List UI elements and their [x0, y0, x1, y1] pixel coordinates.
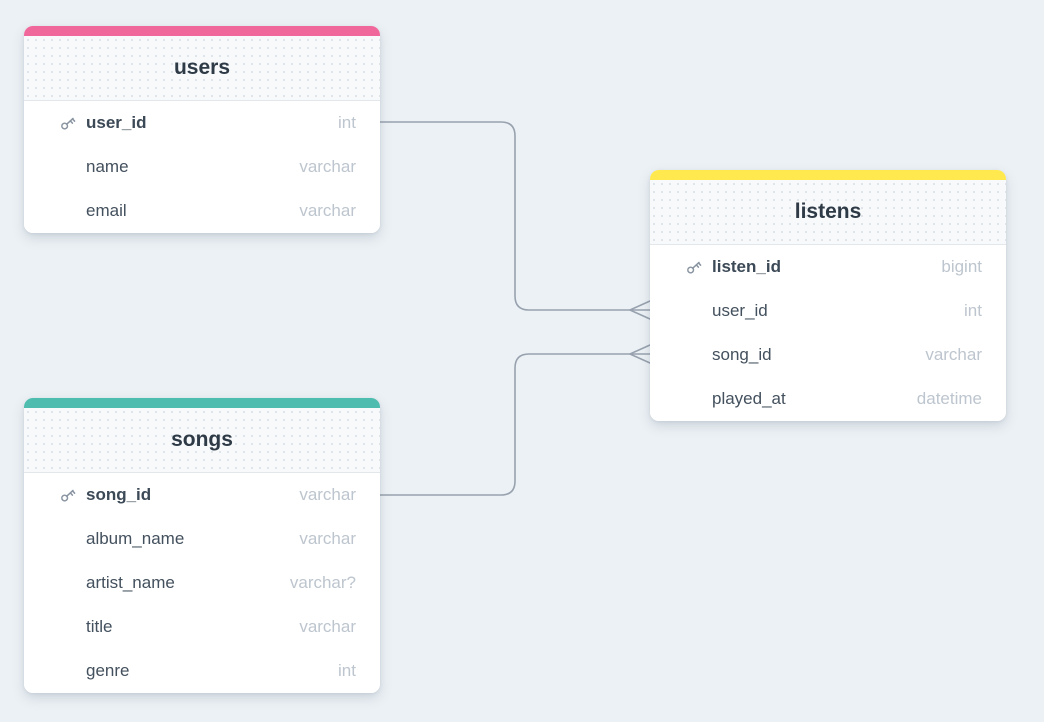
field-name: song_id — [712, 345, 772, 364]
primary-key-icon — [687, 261, 702, 274]
table-accent-bar — [650, 170, 1006, 180]
field-name: album_name — [86, 529, 185, 548]
field-row-played-at[interactable]: played_at datetime — [650, 377, 1006, 421]
field-type: int — [964, 301, 982, 320]
table-title: listens — [650, 180, 1006, 245]
field-row-song-id[interactable]: song_id varchar — [650, 333, 1006, 377]
field-name: played_at — [712, 389, 786, 408]
field-row-name[interactable]: name varchar — [24, 145, 380, 189]
table-title: songs — [24, 408, 380, 473]
table-title: users — [24, 36, 380, 101]
field-type: varchar — [299, 617, 356, 636]
field-row-email[interactable]: email varchar — [24, 189, 380, 233]
table-songs[interactable]: songs song_id varchar album_name varchar… — [24, 398, 380, 693]
crow-foot-icon — [629, 300, 651, 320]
field-type: datetime — [916, 389, 982, 408]
field-row-title[interactable]: title varchar — [24, 605, 380, 649]
field-row-album-name[interactable]: album_name varchar — [24, 517, 380, 561]
field-type: int — [338, 113, 356, 132]
field-row-artist-name[interactable]: artist_name varchar? — [24, 561, 380, 605]
primary-key-icon — [61, 117, 76, 130]
field-type: varchar — [925, 345, 982, 364]
connector-line[interactable] — [379, 353, 651, 496]
field-type: varchar? — [289, 573, 356, 592]
connector-line[interactable] — [379, 121, 651, 311]
field-row-user-id[interactable]: user_id int — [24, 101, 380, 145]
field-type: bigint — [941, 257, 982, 276]
field-row-user-id[interactable]: user_id int — [650, 289, 1006, 333]
field-name: listen_id — [712, 257, 781, 276]
field-name: title — [86, 617, 113, 636]
field-row-genre[interactable]: genre int — [24, 649, 380, 693]
field-type: varchar — [299, 201, 356, 220]
field-list: listen_id bigint user_id int song_id var… — [650, 245, 1006, 421]
field-row-song-id[interactable]: song_id varchar — [24, 473, 380, 517]
relationship-users-listens[interactable] — [379, 121, 651, 320]
field-name: genre — [86, 661, 130, 680]
table-listens[interactable]: listens listen_id bigint user_id int son… — [650, 170, 1006, 421]
field-name: name — [86, 157, 129, 176]
field-name: song_id — [86, 485, 152, 504]
field-name: artist_name — [86, 573, 175, 592]
field-list: song_id varchar album_name varchar artis… — [24, 473, 380, 693]
table-accent-bar — [24, 26, 380, 36]
field-type: varchar — [299, 529, 356, 548]
field-row-listen-id[interactable]: listen_id bigint — [650, 245, 1006, 289]
field-list: user_id int name varchar email varchar — [24, 101, 380, 233]
field-name: email — [86, 201, 127, 220]
field-type: varchar — [299, 157, 356, 176]
field-name: user_id — [712, 301, 768, 320]
field-name: user_id — [86, 113, 147, 132]
field-type: int — [338, 661, 356, 680]
crow-foot-icon — [629, 344, 651, 364]
primary-key-icon — [61, 489, 76, 502]
table-users[interactable]: users user_id int name varchar email var… — [24, 26, 380, 233]
field-type: varchar — [299, 485, 356, 504]
table-accent-bar — [24, 398, 380, 408]
relationship-songs-listens[interactable] — [379, 344, 651, 496]
